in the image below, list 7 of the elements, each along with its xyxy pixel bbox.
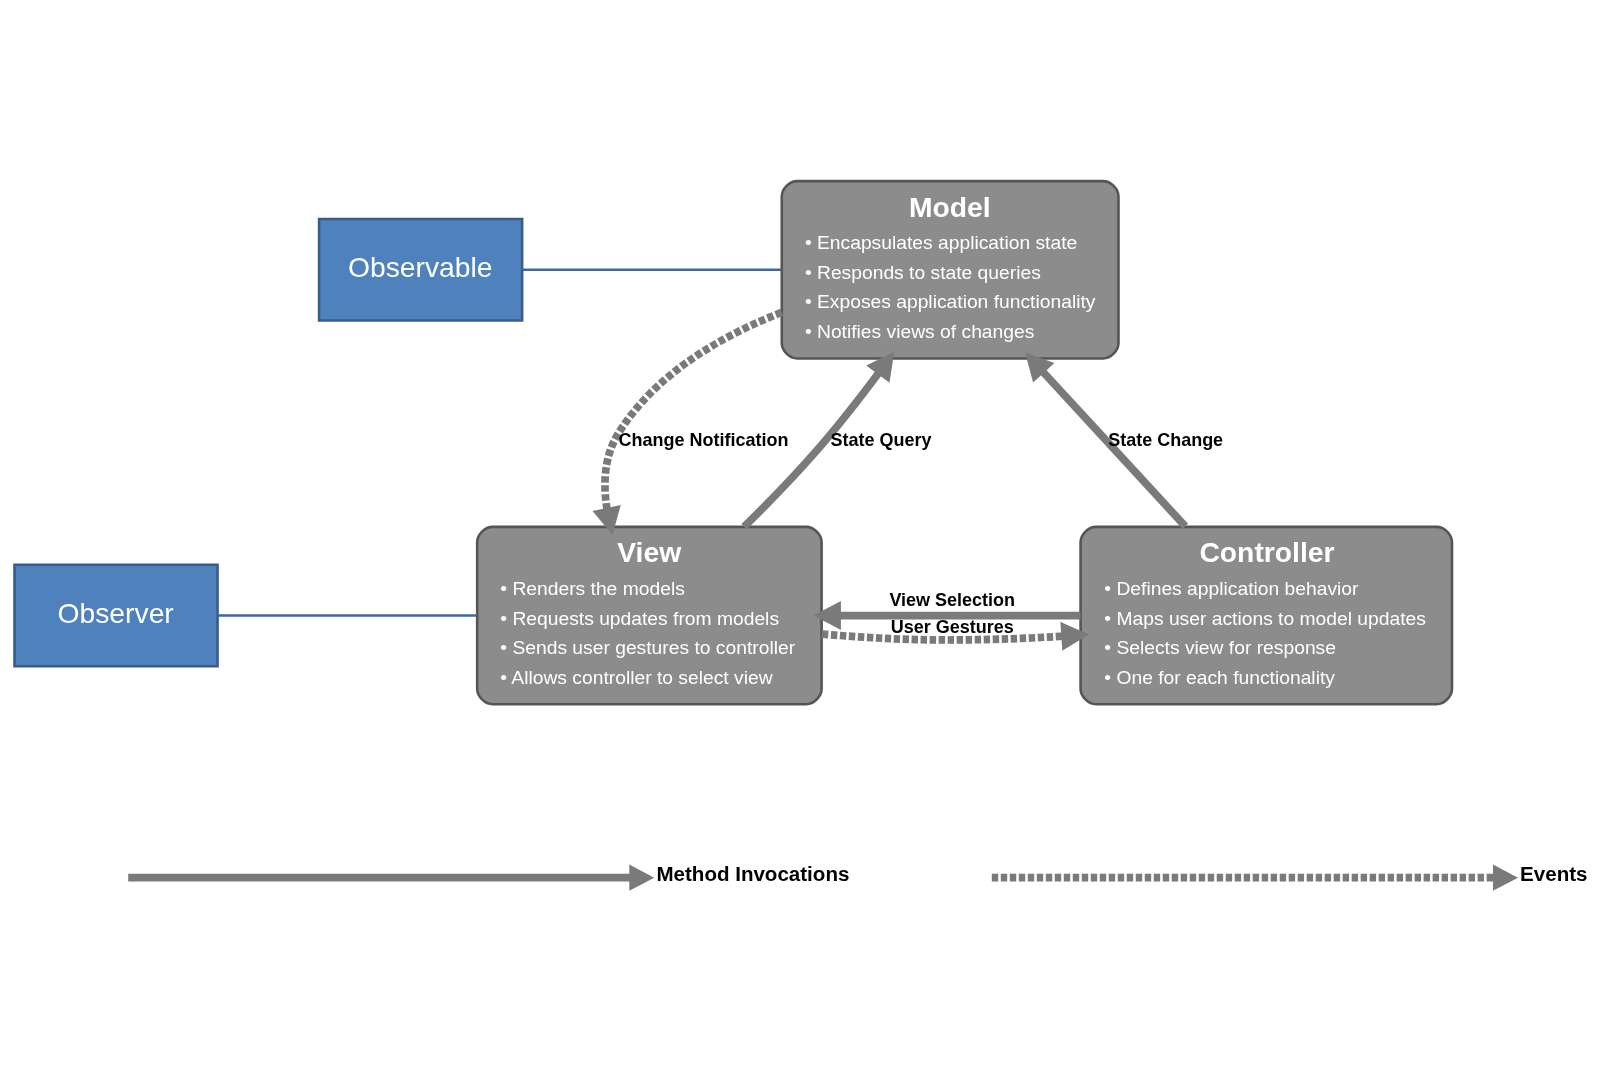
edge-label: User Gestures [890, 616, 1014, 637]
legend-label: Method Invocations [655, 861, 849, 885]
edge-label: View Selection [888, 589, 1015, 610]
edge-label: Change Notification [618, 429, 788, 450]
edge-label: State Query [830, 429, 932, 450]
legend-label: Events [1519, 861, 1587, 885]
edge-label: State Change [1107, 429, 1223, 450]
